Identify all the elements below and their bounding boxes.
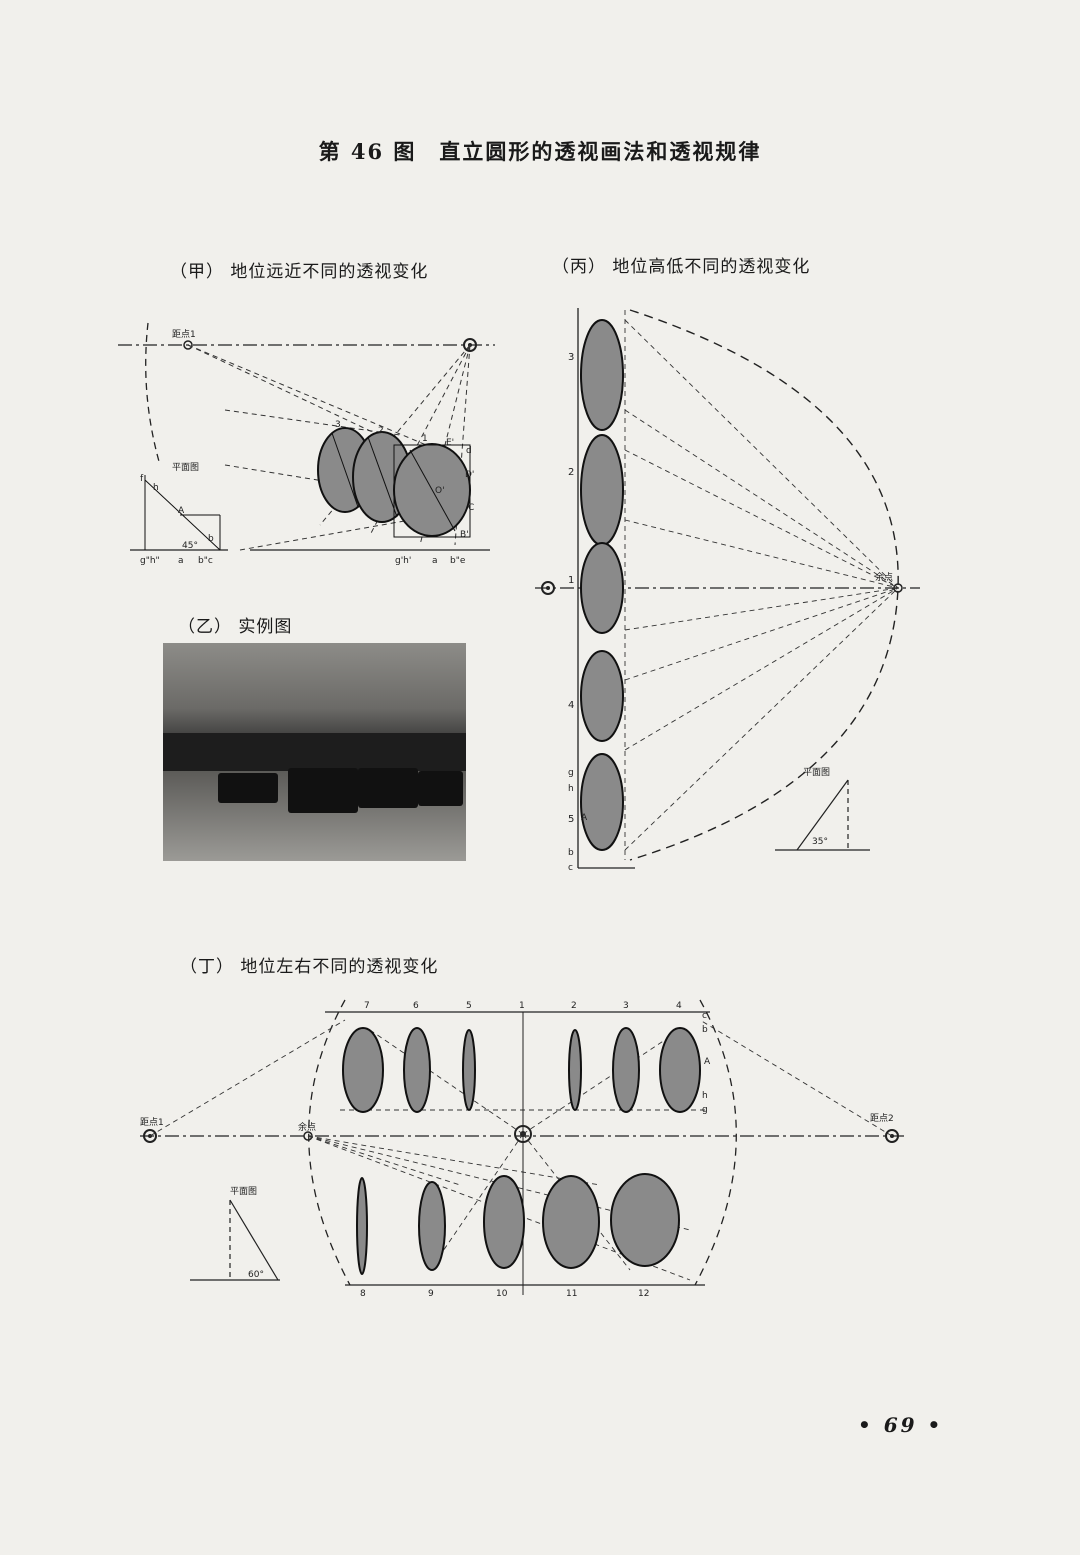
circle-12-label: 12 (638, 1289, 649, 1299)
circle-3-label-bing: 3 (568, 352, 574, 363)
distance-point-2-label: 距点2 (870, 1113, 894, 1124)
letter-c-bing: c (568, 863, 573, 873)
circle-9-label: 9 (428, 1289, 434, 1299)
letter-h: h (153, 483, 159, 493)
vanishing-point-label-ding: 余点 (298, 1121, 316, 1133)
photo-truck-1 (288, 768, 358, 813)
circle-11-label: 11 (566, 1289, 577, 1299)
caption-jia: （甲） 地位远近不同的透视变化 (170, 262, 429, 282)
circle-2-label-ding: 2 (571, 1001, 577, 1011)
letter-A-ding: A (704, 1057, 711, 1067)
letter-g-ding: g (702, 1105, 708, 1115)
letter-d: d (466, 446, 472, 456)
letter-bc: b"c (198, 556, 213, 566)
page-number: • 69 • (858, 1413, 944, 1437)
letter-b: b (208, 534, 214, 544)
caption-yi: （乙） 实例图 (178, 617, 293, 637)
letter-B: B' (460, 530, 469, 540)
letter-O: O' (435, 486, 445, 496)
photo-building (163, 733, 466, 773)
circle-3-label-ding: 3 (623, 1001, 629, 1011)
distance-point-1-label: 距点1 (140, 1117, 164, 1128)
letter-f: f (140, 474, 144, 484)
figure-ding: 距点1 距点2 余点 (140, 999, 905, 1299)
letters-ghac: g"h" (140, 556, 160, 566)
angle-45-label: 45° (182, 541, 198, 551)
figure-jia: 距点1 平面图 (118, 322, 495, 566)
plan-view-label: 平面图 (172, 462, 199, 473)
letter-E: E' (446, 438, 454, 448)
circle-2-label-bing: 2 (568, 467, 574, 478)
letter-b-bing: b (568, 848, 574, 858)
vanishing-point-label: 余点 (875, 571, 893, 583)
circle-1-label: 1 (422, 434, 428, 444)
letters-gh: g'h' (395, 556, 411, 566)
letters-be: b"e (450, 556, 466, 566)
figure-bing: 余点 3 2 1 4 5 g h A b c (535, 308, 920, 873)
distance-point-label: 距点1 (172, 329, 196, 340)
page-title: 第 46 图 直立圆形的透视画法和透视规律 (318, 139, 762, 164)
photo-truck-3 (418, 771, 463, 806)
photo-truck-2 (358, 768, 418, 808)
letter-D: D' (465, 470, 474, 480)
caption-ding: （丁） 地位左右不同的透视变化 (180, 957, 439, 977)
letter-a: a (178, 556, 184, 566)
letter-a-right: a (432, 556, 438, 566)
circle-1-label-bing: 1 (568, 575, 574, 586)
circle-6-label: 6 (413, 1001, 419, 1011)
circle-4-label-bing: 4 (568, 700, 574, 711)
photo-gun-1 (218, 773, 278, 803)
letter-g-bing: g (568, 768, 574, 778)
circle-7-label: 7 (364, 1001, 370, 1011)
letter-h-ding: h (702, 1091, 708, 1101)
circle-1-label-ding: 1 (519, 1001, 525, 1011)
circle-4-label-ding: 4 (676, 1001, 682, 1011)
circle-8-label: 8 (360, 1289, 366, 1299)
letter-b-ding: b (702, 1025, 708, 1035)
circle-10-label: 10 (496, 1289, 508, 1299)
circle-3-label: 3 (335, 420, 341, 430)
angle-35-label: 35° (812, 837, 828, 847)
plan-view-label-ding: 平面图 (230, 1186, 257, 1197)
example-photo (163, 643, 466, 861)
plan-view-label-bing: 平面图 (803, 767, 830, 778)
letter-A: A (178, 506, 185, 516)
caption-bing: （丙） 地位高低不同的透视变化 (552, 257, 811, 277)
letter-c-ding: c (702, 1011, 707, 1021)
angle-60-label: 60° (248, 1270, 264, 1280)
circle-5-label-bing: 5 (568, 814, 574, 825)
letter-C: C (468, 503, 474, 513)
circle-2-label: 2 (378, 426, 384, 436)
letter-A-bing: A (581, 813, 588, 823)
letter-h-bing: h (568, 784, 574, 794)
circle-5-label: 5 (466, 1001, 472, 1011)
